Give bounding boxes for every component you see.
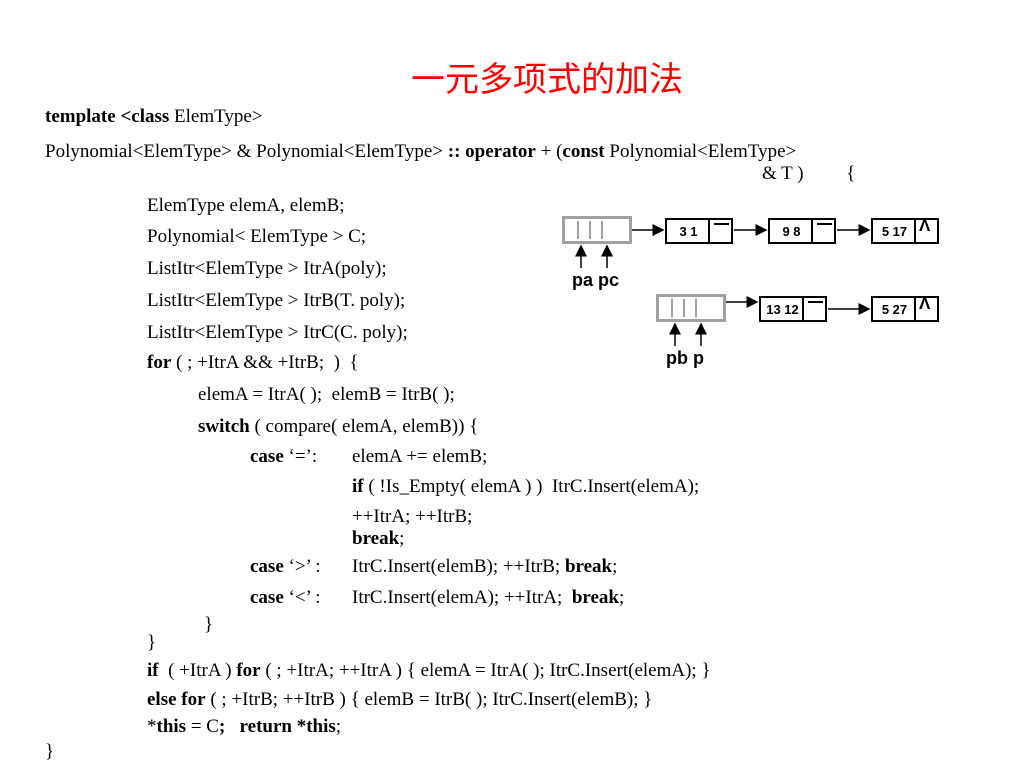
code-line: ItrC.Insert(elemA); ++ItrA; break; [352, 587, 625, 608]
code-line: elemA = ItrA( ); elemB = ItrB( ); [198, 384, 455, 405]
code-line: ListItr<ElemType > ItrB(T. poly); [147, 290, 406, 311]
code-line: ItrC.Insert(elemB); ++ItrB; break; [352, 556, 618, 577]
code-line: switch ( compare( elemA, elemB)) { [198, 416, 479, 437]
code-line: Polynomial<ElemType> & Polynomial<ElemTy… [45, 141, 797, 162]
code-line: Polynomial< ElemType > C; [147, 226, 367, 247]
code-line: & T ) { [762, 163, 856, 184]
code-line: else for ( ; +ItrB; ++ItrB ) { elemB = I… [147, 689, 653, 710]
code-line: ElemType elemA, elemB; [147, 195, 345, 216]
page-title: 一元多项式的加法 [411, 60, 683, 100]
code-line: case ‘=’: [250, 446, 318, 467]
code-line: elemA += elemB; [352, 446, 488, 467]
code-line: ListItr<ElemType > ItrA(poly); [147, 258, 387, 279]
code-line: if ( !Is_Empty( elemA ) ) ItrC.Insert(el… [352, 476, 700, 497]
code-line: template <class ElemType> [45, 106, 263, 127]
code-line: break; [352, 528, 405, 549]
list-b-head-node [656, 294, 726, 322]
code-line: } [45, 741, 55, 762]
code-line: case ‘>’ : [250, 556, 321, 577]
code-line: } [147, 632, 157, 653]
code-line: if ( +ItrA ) for ( ; +ItrA; ++ItrA ) { e… [147, 660, 711, 681]
list-a-head-node [562, 216, 632, 244]
null-pointer-mark: Λ [919, 216, 931, 235]
null-pointer-mark: Λ [919, 294, 931, 313]
code-line: *this = C; return *this; [147, 716, 342, 737]
code-line: case ‘<’ : [250, 587, 321, 608]
code-line: ++ItrA; ++ItrB; [352, 506, 473, 527]
code-line: for ( ; +ItrA && +ItrB; ) { [147, 352, 359, 373]
pointer-label-pa-pc: pa pc [572, 270, 620, 290]
code-line: ListItr<ElemType > ItrC(C. poly); [147, 322, 408, 343]
code-line: } [204, 614, 214, 635]
pointer-label-pb-p: pb p [666, 348, 704, 368]
